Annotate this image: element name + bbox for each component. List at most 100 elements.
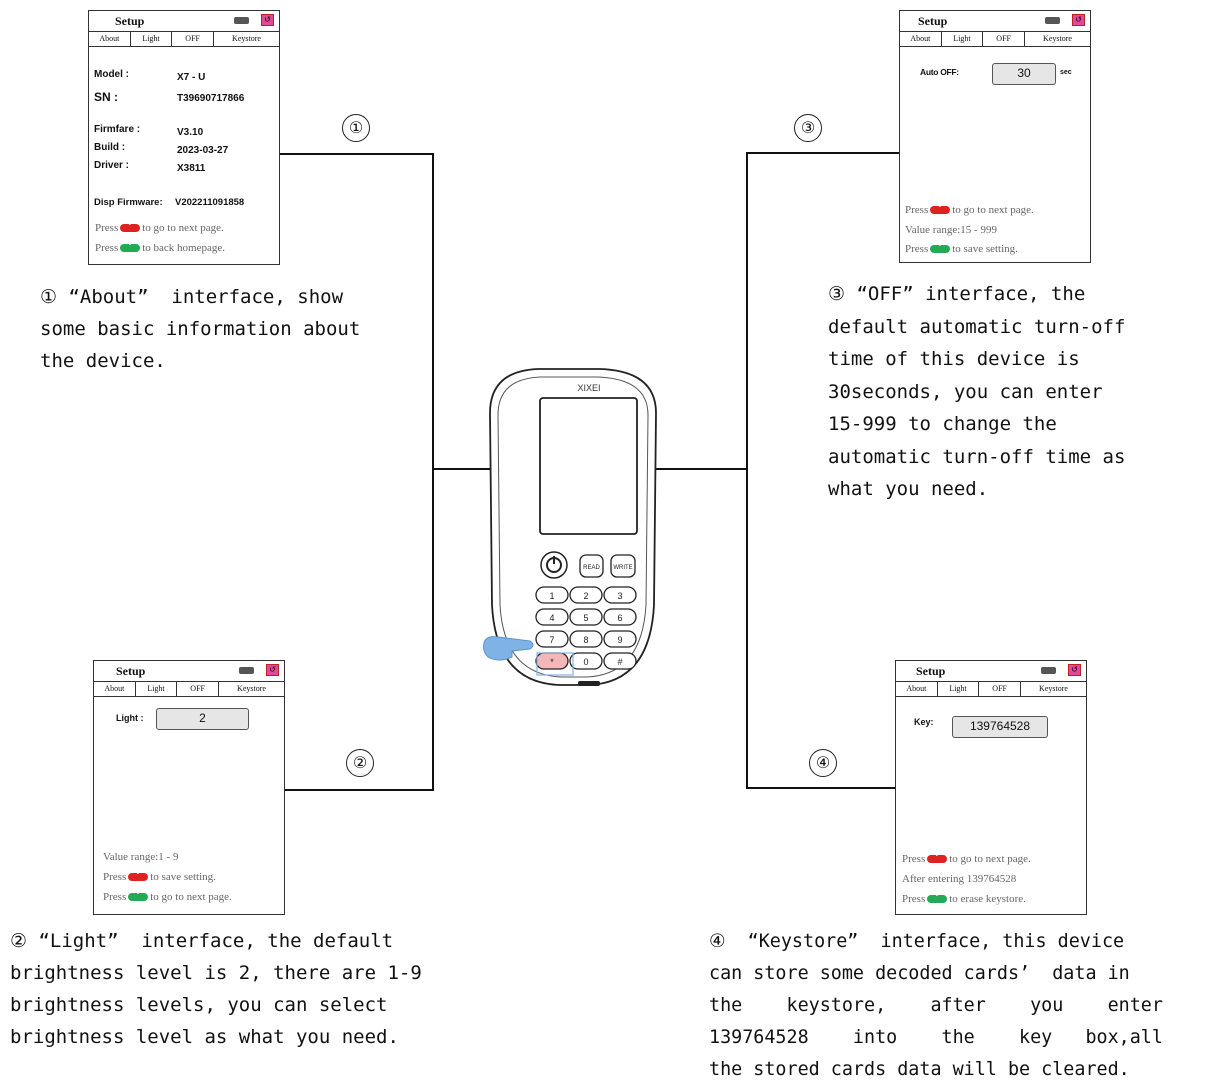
- connector-light-h: [285, 789, 434, 791]
- keystore-screen: Setup ↺ About Light OFF Keystore Key: 13…: [895, 660, 1087, 915]
- connector-keystore-h: [746, 787, 896, 789]
- light-hint-range: Value range:1 - 9: [103, 851, 179, 863]
- keypad-key-label-10: 0: [583, 657, 588, 667]
- screen-header: Setup ↺: [89, 11, 279, 31]
- power-button: [540, 551, 568, 579]
- exit-icon: ↺: [261, 14, 274, 26]
- keypad-key-0: [535, 586, 569, 604]
- off-hint-next: Pressto go to next page.: [905, 201, 1034, 216]
- keypad-key-10: [569, 652, 603, 670]
- keystore-hint-after: After entering 139764528: [902, 873, 1017, 885]
- keypad-key-label-1: 2: [583, 591, 588, 601]
- about-hint-next: Pressto go to next page.: [95, 219, 224, 234]
- keypad-key-label-9: *: [550, 657, 554, 667]
- light-hint-save: Pressto save setting.: [103, 868, 216, 883]
- off-hint-range: Value range:15 - 999: [905, 224, 997, 236]
- exit-icon: ↺: [266, 664, 279, 676]
- read-key-label: READ: [583, 565, 600, 571]
- caption-off: ③ “OFF” interface, the default automatic…: [828, 283, 1126, 500]
- disp-firmware-value: V202211091858: [175, 197, 245, 208]
- driver-label: Driver :: [94, 160, 130, 171]
- off-screen: Setup ↺ About Light OFF Keystore Auto OF…: [899, 10, 1091, 263]
- tab-about: About: [104, 684, 125, 693]
- tab-light: Light: [940, 32, 983, 46]
- keypad-key-7: [569, 630, 603, 648]
- screen-title: Setup: [918, 14, 948, 28]
- battery-icon: [1045, 17, 1060, 24]
- auto-off-label: Auto OFF:: [920, 67, 959, 77]
- keypad-key-label-8: 9: [617, 635, 622, 645]
- screen-title: Setup: [115, 14, 145, 28]
- tab-bar: About Light OFF Keystore: [94, 681, 284, 697]
- off-hint-save: Pressto save setting.: [905, 240, 1018, 255]
- keypad-key-8: [603, 630, 637, 648]
- red-key-icon: [128, 868, 149, 882]
- key-field: 139764528: [952, 716, 1048, 738]
- tab-bar: About Light OFF Keystore: [89, 31, 279, 47]
- model-label: Model :: [94, 69, 129, 80]
- battery-icon: [239, 667, 254, 674]
- write-key: [610, 554, 636, 578]
- sn-label: SN :: [94, 90, 118, 104]
- keypad-key-11: [603, 652, 637, 670]
- keystore-hint-erase: Pressto erase keystore.: [902, 890, 1026, 905]
- keypad-key-6: [535, 630, 569, 648]
- red-key-icon: [927, 850, 948, 864]
- write-key-label: WRITE: [613, 565, 632, 571]
- tab-about: About: [99, 34, 120, 43]
- tab-off: OFF: [176, 682, 218, 696]
- tab-keystore: Keystore: [1023, 32, 1090, 46]
- key-label: Key:: [914, 717, 934, 727]
- keypad-key-label-6: 7: [549, 635, 554, 645]
- screen-header: Setup ↺: [896, 661, 1086, 681]
- green-key-icon: [927, 890, 948, 904]
- tab-bar: About Light OFF Keystore: [900, 31, 1090, 47]
- caption-keystore: ④ “Keystore” interface, this device can …: [709, 931, 1163, 1080]
- tab-light: Light: [129, 32, 172, 46]
- keypad-key-5: [603, 608, 637, 626]
- tab-off: OFF: [978, 682, 1020, 696]
- about-screen: Setup ↺ About Light OFF Keystore Model :…: [88, 10, 280, 265]
- connector-about-h: [279, 153, 433, 155]
- tab-bar: About Light OFF Keystore: [896, 681, 1086, 697]
- tab-off: OFF: [982, 32, 1024, 46]
- about-hint-home: Pressto back homepage.: [95, 239, 225, 254]
- driver-value: X3811: [177, 163, 206, 174]
- exit-icon: ↺: [1072, 14, 1085, 26]
- keypad-key-label-7: 8: [583, 635, 588, 645]
- tab-about: About: [906, 684, 927, 693]
- red-key-icon: [930, 201, 951, 215]
- red-key-icon: [120, 219, 141, 233]
- device-body-inner: [497, 376, 649, 678]
- connector-right-v: [746, 152, 748, 789]
- keypad-key-label-0: 1: [549, 591, 554, 601]
- marker-2: ②: [346, 749, 374, 777]
- tab-light: Light: [936, 682, 979, 696]
- marker-1: ①: [342, 114, 370, 142]
- auto-off-field: 30: [992, 63, 1056, 85]
- read-key: [579, 554, 604, 578]
- connector-left-v: [432, 153, 434, 791]
- model-value: X7 - U: [177, 72, 206, 83]
- device-brand: XIXEI: [577, 383, 600, 393]
- tab-about: About: [910, 34, 931, 43]
- keypad-key-label-5: 6: [617, 613, 622, 623]
- keypad-key-4: [569, 608, 603, 626]
- connector-device-right: [626, 468, 748, 470]
- connector-off-h: [746, 152, 900, 154]
- battery-icon: [1041, 667, 1056, 674]
- light-screen: Setup ↺ About Light OFF Keystore Light :…: [93, 660, 285, 915]
- keypad-key-label-2: 3: [617, 591, 622, 601]
- tab-light: Light: [134, 682, 177, 696]
- keypad-key-1: [569, 586, 603, 604]
- disp-firmware-label: Disp Firmware:: [94, 197, 163, 208]
- tab-keystore: Keystore: [212, 32, 279, 46]
- tab-keystore: Keystore: [217, 682, 284, 696]
- tab-off: OFF: [171, 32, 213, 46]
- light-field: 2: [156, 708, 249, 730]
- build-value: 2023-03-27: [177, 145, 229, 156]
- sn-value: T39690717866: [177, 93, 245, 104]
- keystore-hint-next: Pressto go to next page.: [902, 850, 1031, 865]
- light-label: Light :: [116, 713, 144, 723]
